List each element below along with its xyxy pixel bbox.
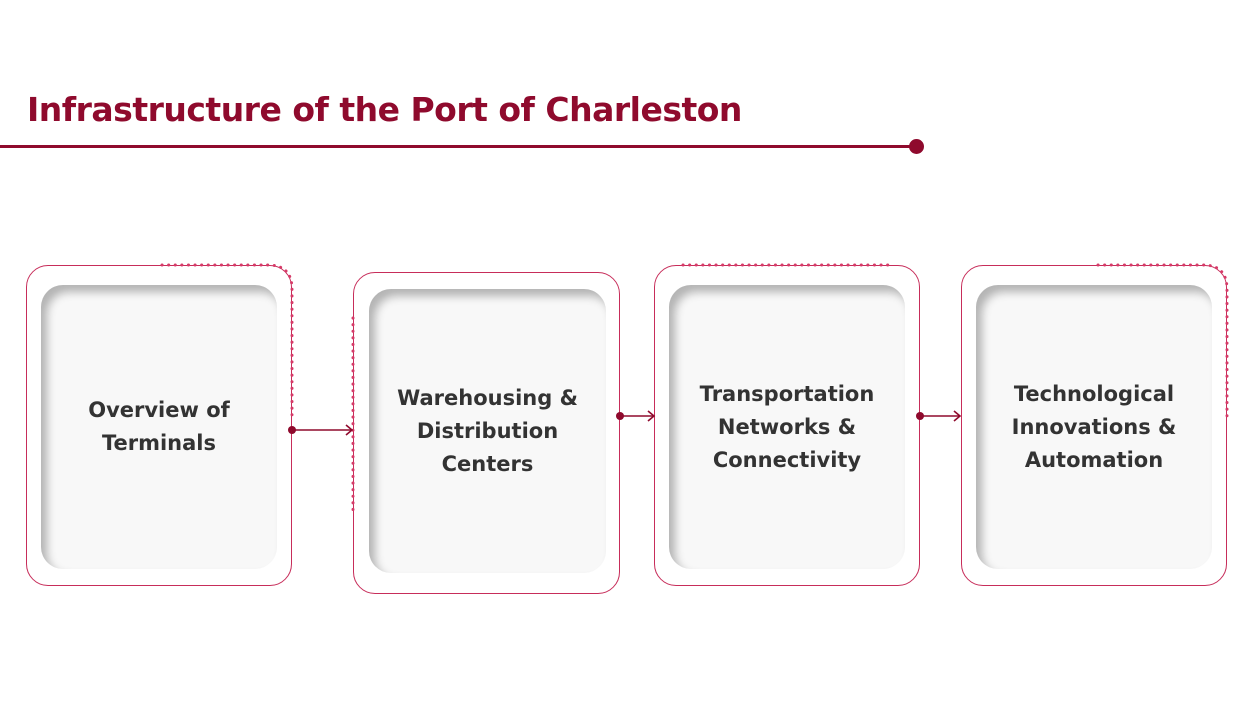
step-card-4-panel: Technological Innovations & Automation [976,285,1212,569]
title-underline [0,145,912,148]
step-card-2-panel: Warehousing & Distribution Centers [369,289,606,573]
step-card-1-label: Overview of Terminals [88,398,230,455]
page-title: Infrastructure of the Port of Charleston [27,90,742,129]
step-card-4: Technological Innovations & Automation [961,265,1227,586]
step-card-3-label: Transportation Networks & Connectivity [699,381,875,472]
step-card-3-panel: Transportation Networks & Connectivity [669,285,905,569]
connector-3-arrow [953,410,962,422]
connector-1-arrow [345,424,354,436]
step-card-1-panel: Overview of Terminals [41,285,277,569]
step-card-4-label: Technological Innovations & Automation [1011,381,1177,472]
title-underline-dot [909,139,924,154]
step-card-2: Warehousing & Distribution Centers [353,272,620,594]
step-card-2-label: Warehousing & Distribution Centers [397,385,578,476]
step-card-1: Overview of Terminals [26,265,292,586]
step-card-3: Transportation Networks & Connectivity [654,265,920,586]
